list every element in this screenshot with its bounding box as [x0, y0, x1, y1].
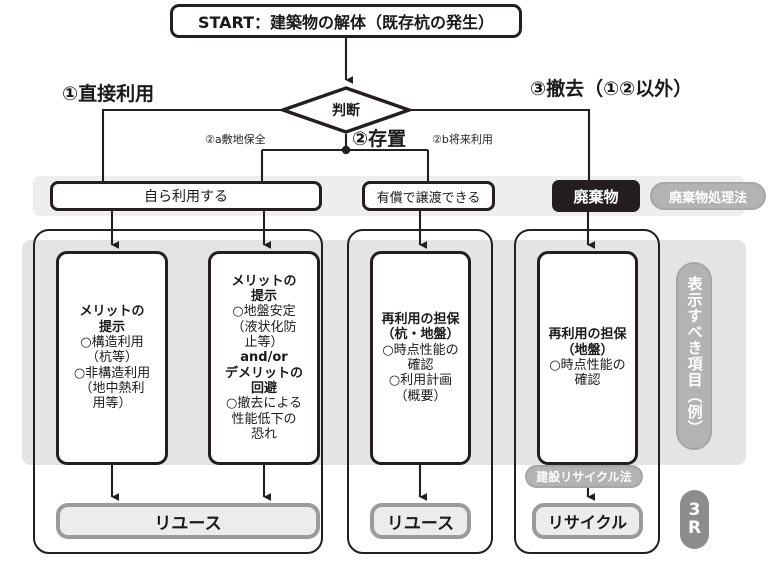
- badge-construction-recycling-law: 建設リサイクル法: [525, 465, 643, 488]
- decision-label: 判断: [332, 103, 360, 119]
- detail-line: 提示: [98, 319, 125, 335]
- detail-line: メリットの: [79, 304, 145, 320]
- detail-line: （液状化防: [231, 319, 297, 335]
- box-waste: 廃棄物: [552, 180, 640, 212]
- start-label: START：建築物の解体（既存杭の発生）: [197, 13, 495, 32]
- detail-line: ○撤去による: [226, 396, 302, 412]
- detail-line: and/or: [240, 350, 288, 366]
- detail-line: 止等）: [244, 335, 284, 350]
- result-reuse-2: リユース: [370, 503, 471, 539]
- detail-line: ○非構造利用: [73, 365, 151, 381]
- detail-line: ○利用計画: [388, 373, 453, 389]
- result-recycle: リサイクル: [532, 503, 643, 539]
- result-reuse-2-label: リユース: [386, 513, 455, 534]
- detail-line: （杭・地盤）: [381, 327, 460, 343]
- detail-line: ○時点性能の: [549, 358, 626, 373]
- detail-line: 確認: [407, 358, 434, 373]
- detail-line: デメリットの: [224, 365, 303, 381]
- result-reuse-1-label: リユース: [154, 513, 222, 534]
- sub-label-2b: ②b将来利用: [432, 133, 493, 146]
- result-reuse-1: リユース: [56, 503, 320, 539]
- side-badge-3r: 3 R: [680, 490, 709, 549]
- side-badge-3r-bottom: R: [687, 517, 702, 538]
- branch-label-removal: ③撤去（①②以外）: [530, 78, 693, 100]
- box-transfer-label: 有償で譲渡できる: [376, 190, 481, 206]
- detail-line: ○構造利用: [80, 335, 144, 350]
- decision-label-wrap: 判断: [281, 86, 411, 134]
- badge-waste-disposal-law: 廃棄物処理法: [650, 182, 766, 210]
- side-pill-display-items: 表示すべき項目（例）: [676, 262, 712, 450]
- detail-line: 確認: [574, 373, 601, 389]
- detail-box-reuse-pile-ground: 再利用の担保（杭・地盤）○時点性能の確認○利用計画（概要）: [370, 251, 471, 465]
- detail-line: 回避: [250, 380, 277, 396]
- group-direct-use: [33, 229, 323, 554]
- side-badge-3r-top: 3: [688, 499, 701, 520]
- detail-line: 用等）: [92, 396, 132, 412]
- detail-line: ○地盤安定: [232, 304, 296, 320]
- detail-box-merit-structural: メリットの提示○構造利用（杭等）○非構造利用（地中熱利用等）: [56, 251, 168, 465]
- decision-diamond: [281, 86, 411, 134]
- detail-line: ○時点性能の: [382, 342, 459, 358]
- detail-line: 提示: [250, 289, 277, 305]
- detail-box-reuse-ground: 再利用の担保（地盤）○時点性能の確認: [537, 251, 638, 465]
- badge-construction-recycling-law-label: 建設リサイクル法: [536, 470, 632, 484]
- detail-line: （杭等）: [85, 350, 138, 366]
- badge-waste-disposal-law-label: 廃棄物処理法: [668, 190, 747, 206]
- detail-line: 恐れ: [250, 426, 277, 442]
- result-recycle-label: リサイクル: [547, 513, 628, 532]
- detail-line: 性能低下の: [231, 411, 297, 427]
- detail-line: 再利用の担保: [548, 327, 627, 343]
- side-pill-display-items-label: 表示すべき項目（例）: [685, 276, 704, 436]
- detail-line: （地盤）: [561, 342, 614, 358]
- sub-label-2a: ②a敷地保全: [205, 133, 266, 146]
- branch-label-direct-use: ①直接利用: [62, 83, 155, 105]
- branch-label-retain: ②存置: [352, 128, 407, 150]
- detail-line: メリットの: [231, 273, 297, 289]
- box-transfer: 有償で譲渡できる: [362, 181, 495, 211]
- detail-line: （地中熱利: [79, 380, 145, 396]
- box-self-use-label: 自ら利用する: [144, 189, 228, 205]
- box-self-use: 自ら利用する: [50, 181, 322, 211]
- detail-line: （概要）: [394, 388, 447, 404]
- box-waste-label: 廃棄物: [573, 187, 619, 206]
- start-box: START：建築物の解体（既存杭の発生）: [170, 4, 522, 38]
- detail-line: 再利用の担保: [381, 312, 460, 328]
